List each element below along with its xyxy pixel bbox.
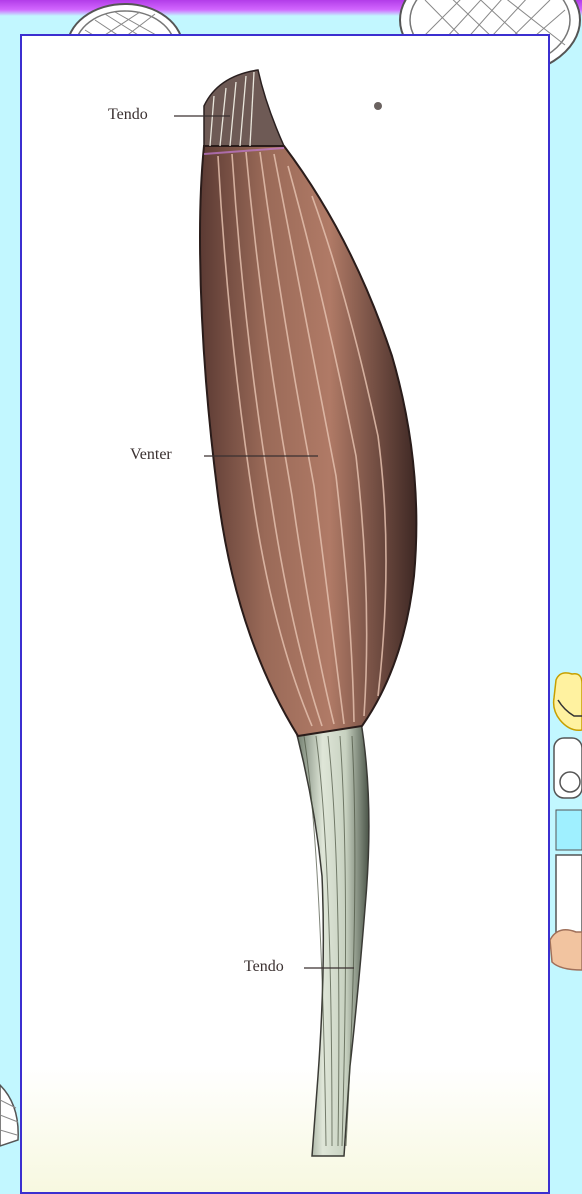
figure-frame: Tendo Venter Tendo <box>20 34 550 1194</box>
muscle-illustration <box>22 36 548 1192</box>
tendon-bottom-label: Tendo <box>244 958 284 976</box>
venter-label: Venter <box>130 446 172 464</box>
cartoon-child-icon <box>550 670 582 990</box>
tendon-top-label: Tendo <box>108 106 148 124</box>
